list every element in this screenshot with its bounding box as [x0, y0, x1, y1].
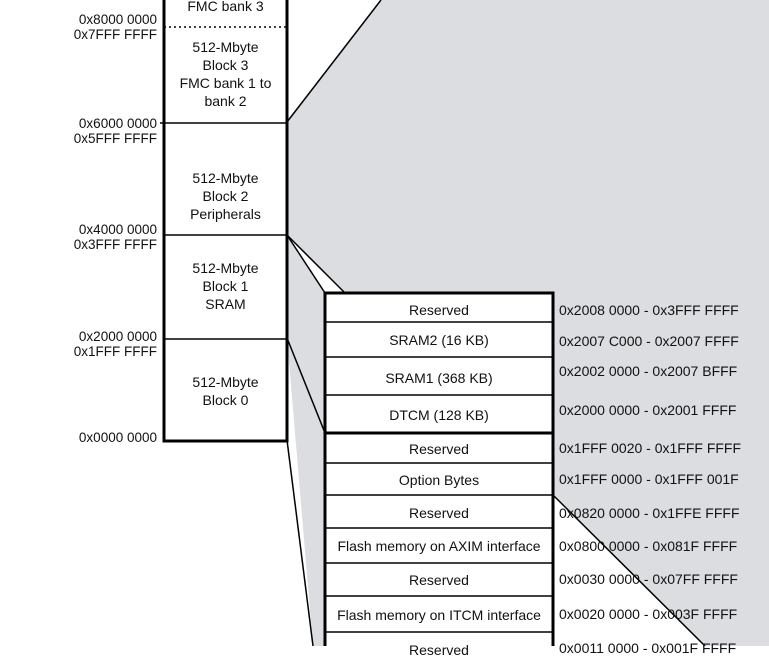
address-range: 0x2002 0000 - 0x2007 BFFF: [559, 363, 738, 379]
connector-line: [552, 494, 706, 646]
region-label: Option Bytes: [398, 471, 480, 488]
connector-line: [286, 234, 326, 294]
address-label: 0x0000 0000: [78, 430, 157, 445]
block-0: 512-Mbyte Block 0: [192, 374, 259, 408]
address-range: 0x0030 0000 - 0x07FF FFFF: [559, 571, 738, 587]
address-range: 0x0800 0000 - 0x081F FFFF: [559, 538, 738, 554]
block-1: 512-Mbyte Block 1 SRAM: [192, 260, 259, 312]
detail-box-flash: [323, 431, 555, 646]
region-label: Reserved: [409, 504, 469, 521]
block-3: 512-Mbyte Block 3 FMC bank 1 to bank 2: [179, 39, 272, 109]
region-label: Reserved: [409, 642, 469, 658]
address-range: 0x1FFF 0000 - 0x1FFF 001F: [559, 471, 739, 487]
connector-line: [286, 234, 346, 294]
block-column: [162, 0, 289, 443]
address-range: 0x2008 0000 - 0x3FFF FFFF: [559, 302, 739, 318]
address-range: 0x0820 0000 - 0x1FFE FFFF: [559, 505, 740, 521]
address-range: 0x1FFF 0020 - 0x1FFF FFFF: [559, 440, 742, 456]
region-label: Reserved: [409, 440, 469, 457]
memory-map-drawing: [160, 0, 769, 646]
block-2: 512-Mbyte Block 2 Peripherals: [190, 170, 261, 222]
region-label: SRAM2 (16 KB): [389, 332, 489, 348]
region-label: Reserved: [409, 301, 469, 318]
address-range: 0x2007 C000 - 0x2007 FFFF: [559, 333, 739, 349]
address-range: 0x2000 0000 - 0x2001 FFFF: [559, 402, 737, 418]
address-range: 0x0011 0000 - 0x001F FFFF: [559, 640, 737, 656]
address-range: 0x0020 0000 - 0x003F FFFF: [559, 606, 738, 622]
region-label: Reserved: [409, 572, 469, 588]
region-label: Flash memory on ITCM interface: [337, 606, 541, 623]
region-label: SRAM1 (368 KB): [385, 370, 493, 386]
region-label: Flash memory on AXIM interface: [337, 538, 541, 554]
region-label: DTCM (128 KB): [389, 406, 489, 423]
connector-line: [286, 439, 314, 646]
connector-line: [286, 337, 326, 434]
block-fmc-bank3: FMC bank 3: [187, 0, 264, 14]
connector-line: [286, 0, 382, 123]
